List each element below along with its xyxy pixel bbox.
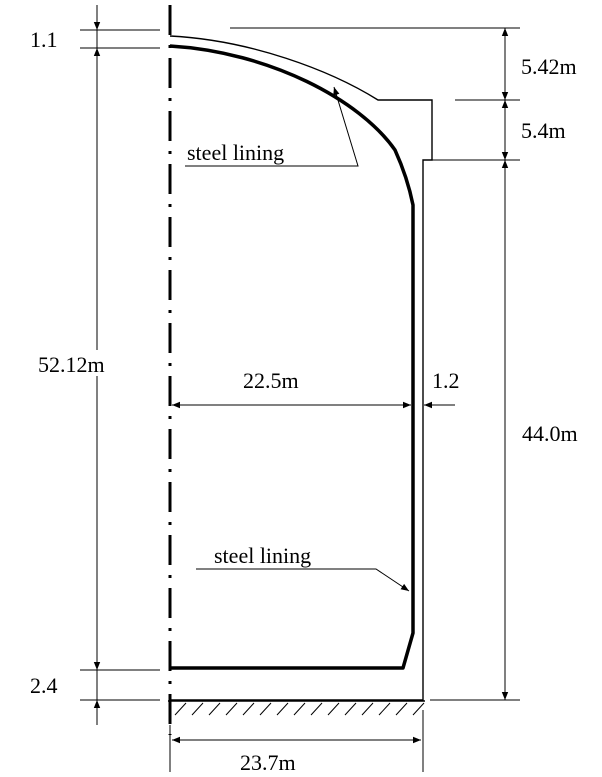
lining-top-label: steel lining	[187, 140, 284, 165]
lining-top-label-bg	[185, 140, 320, 164]
lining-bottom-label: steel lining	[214, 543, 311, 568]
outer-concrete-outline	[169, 35, 433, 701]
dome-height-label: 5.42m	[521, 54, 577, 79]
wall-height-label: 44.0m	[522, 421, 578, 446]
steel-lining	[169, 44, 415, 670]
ground-hatch	[174, 702, 425, 716]
total-height-label: 52.12m	[38, 352, 105, 377]
top-offset-label: 1.1	[30, 27, 58, 52]
inner-radius-label: 22.5m	[243, 368, 299, 393]
wall-thickness-label: 1.2	[432, 368, 460, 393]
wall-height-label-bg	[520, 418, 598, 446]
base-thickness-label: 2.4	[30, 673, 58, 698]
outer-radius-label: 23.7m	[240, 750, 296, 775]
lining-top-leader	[185, 86, 359, 167]
total-height-label-bg	[40, 350, 110, 376]
lining-bottom-label-bg	[212, 543, 347, 567]
lining-bottom-leader	[196, 568, 410, 592]
ring-height-label: 5.4m	[521, 118, 566, 143]
